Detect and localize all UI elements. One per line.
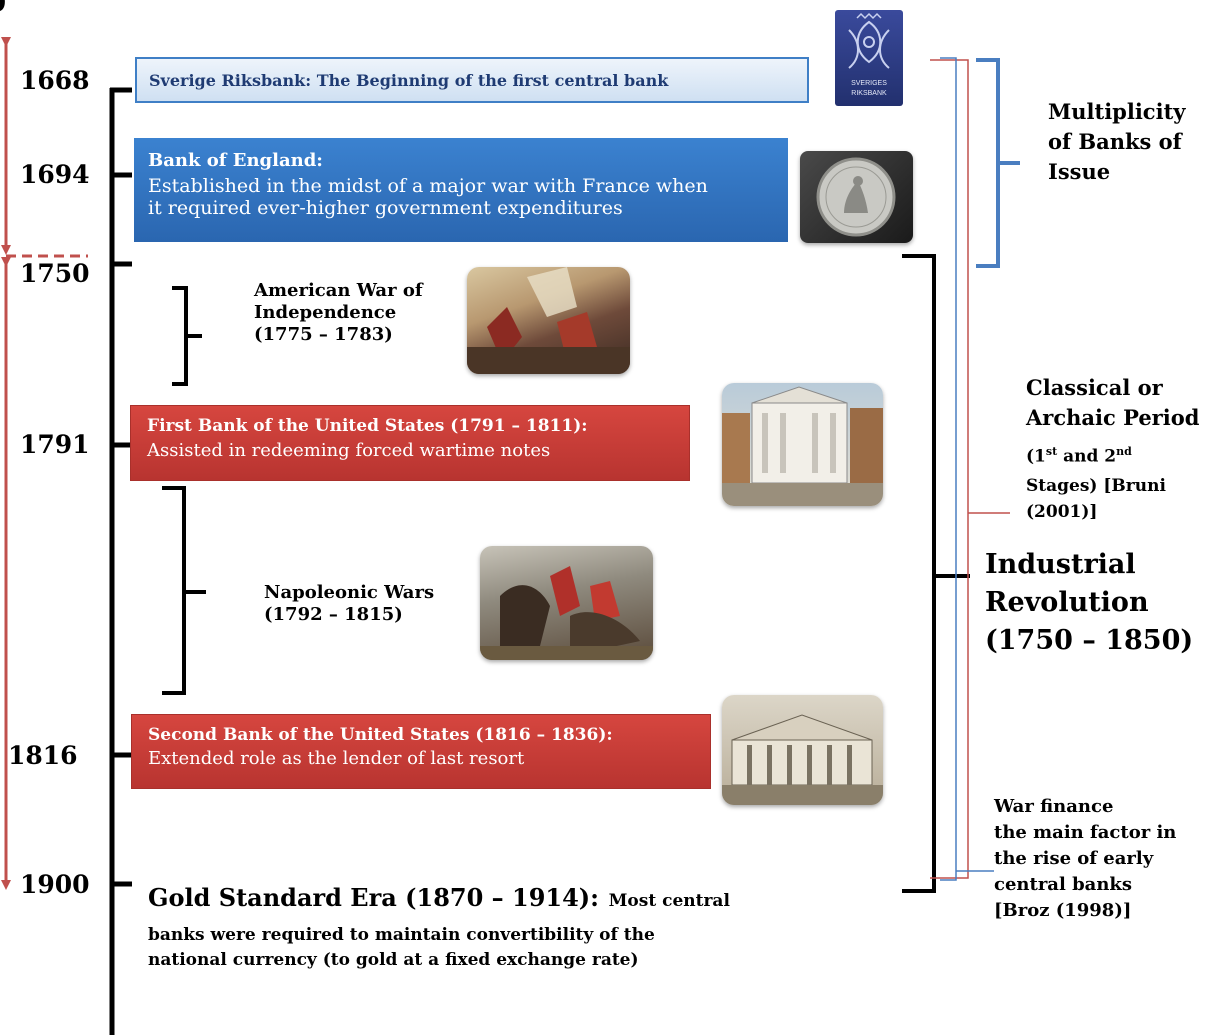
year-1750: 1750 [20,259,90,288]
napoleonic-l1: Napoleonic Wars [264,582,435,603]
american-war-label: American War of Independence (1775 – 178… [254,280,423,346]
riksbank-logo-text-1: SVERIGES [851,80,887,87]
second-bank-box: Second Bank of the United States (1816 –… [131,714,711,789]
classical-l3-part-a: (1 [1026,446,1046,467]
classical-label: Classical or Archaic Period [1026,373,1199,433]
boe-desc-1: Established in the midst of a major war … [148,175,708,197]
gold-standard-title-line: Gold Standard Era (1870 – 1914): Most ce… [148,883,730,912]
american-war-l3: (1775 – 1783) [254,324,393,345]
gold-desc-1: Most central [608,891,730,911]
napoleonic-l2: (1792 – 1815) [264,604,403,625]
bank-of-england-box: Bank of England: Established in the mids… [134,138,788,242]
bracket-industrial [902,254,936,893]
year-1900: 1900 [20,870,90,899]
gold-desc-2: banks were required to maintain converti… [148,925,655,945]
gold-desc-3: national currency (to gold at a fixed ex… [148,950,639,970]
classical-l4: Stages) [Bruni [1026,476,1166,496]
industrial-label: Industrial Revolution (1750 – 1850) [985,546,1193,660]
war-finance-l3: the rise of early [994,848,1154,869]
bracket-american-war [172,286,188,386]
classical-l3-sup-1: st [1045,445,1058,458]
industrial-l3: (1750 – 1850) [985,625,1194,656]
year-1668: 1668 [20,66,90,95]
american-war-l1: American War of [254,280,423,301]
bracket-multiplicity [976,58,1000,268]
riksbank-title: Sverige Riksbank: The Beginning of the f… [149,71,669,90]
boe-coin-image [800,151,913,243]
boe-title: Bank of England: [148,150,323,171]
first-bank-desc: Assisted in redeeming forced wartime not… [147,440,551,461]
industrial-l1: Industrial [985,549,1136,580]
gold-title: Gold Standard Era (1870 – 1914): [148,883,600,912]
classical-l2: Archaic Period [1026,405,1200,430]
riksbank-box: Sverige Riksbank: The Beginning of the f… [135,57,809,103]
cropped-glyph: 0 [0,0,6,18]
bracket-classical [930,59,969,879]
second-bank-title: Second Bank of the United States (1816 –… [148,725,613,745]
second-bank-building-image [722,695,883,805]
classical-l3-sup-2: nd [1116,445,1132,458]
war-finance-l4: central banks [994,874,1133,895]
bracket-napoleonic [162,486,186,695]
year-1816: 1816 [8,741,78,770]
riksbank-logo: SVERIGES RIKSBANK [835,10,903,106]
american-war-l2: Independence [254,302,397,323]
second-bank-desc: Extended role as the lender of last reso… [148,748,525,769]
bracket-war-finance [940,57,957,881]
first-bank-building-image [722,383,883,506]
first-bank-box: First Bank of the United States (1791 – … [130,405,690,481]
classical-l1: Classical or [1026,375,1163,400]
war-finance-l5: [Broz (1998)] [994,900,1132,921]
first-bank-title: First Bank of the United States (1791 – … [147,416,588,436]
classical-l5: (2001)] [1026,502,1098,522]
year-1694: 1694 [20,160,90,189]
war-finance-label: War finance the main factor in the rise … [994,794,1176,924]
napoleonic-painting [480,546,653,660]
multiplicity-l1: Multiplicity [1048,99,1186,124]
napoleonic-label: Napoleonic Wars (1792 – 1815) [264,582,434,626]
war-finance-l2: the main factor in [994,822,1177,843]
war-finance-l1: War finance [994,796,1114,817]
american-war-painting [467,267,630,374]
boe-desc-2: it required ever-higher government expen… [148,197,623,219]
multiplicity-label: Multiplicity of Banks of Issue [1048,97,1185,187]
year-1791: 1791 [20,430,90,459]
riksbank-logo-text-2: RIKSBANK [851,90,887,97]
industrial-l2: Revolution [985,587,1149,618]
classical-l3: (1st and 2nd [1026,440,1132,469]
multiplicity-l2: of Banks of [1048,129,1182,154]
classical-l3-part-b: and 2 [1057,446,1117,467]
multiplicity-l3: Issue [1048,159,1111,184]
